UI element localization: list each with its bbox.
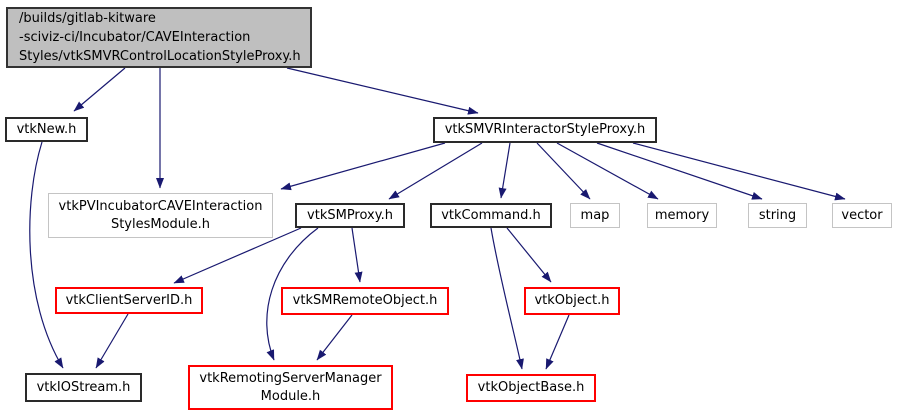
node-vtkcommand-h[interactable]: vtkCommand.h [430,203,552,228]
node-vtkobjectbase-h[interactable]: vtkObjectBase.h [466,374,596,402]
edge-isp-to-command [498,142,511,199]
edge-isp-to-memory [556,142,659,200]
edge-smremoteobject-to-remoting-module [316,314,353,361]
node-vtkpvincubatorcaveinteractionstylesmodule-h: vtkPVIncubatorCAVEInteraction StylesModu… [48,193,273,238]
edge-isp-to-smproxy [388,142,483,200]
edge-object-to-objectbase [545,314,570,370]
edge-main-to-interactorstyleproxy [286,67,479,115]
node-vtkobject-h[interactable]: vtkObject.h [524,287,620,315]
node-vtkremotingservermanagermodule-h[interactable]: vtkRemotingServerManager Module.h [188,365,393,410]
node-vector: vector [832,203,892,228]
edge-command-to-objectbase [490,227,524,370]
edge-isp-to-vector [632,142,846,201]
node-vtkclientserverid-h[interactable]: vtkClientServerID.h [55,287,203,314]
edge-smproxy-to-remoting-module [266,227,319,361]
node-main-header: /builds/gitlab-kitware -sciviz-ci/Incuba… [6,7,312,68]
edge-vtknew-to-iostream [29,141,64,369]
node-string: string [748,203,807,228]
node-memory: memory [647,203,717,228]
node-vtksmvrinteractorstyleproxy-h[interactable]: vtkSMVRInteractorStyleProxy.h [433,117,657,143]
edge-main-to-vtknew [73,67,126,112]
edge-smproxy-to-clientserverid [173,227,302,284]
edge-command-to-object [506,227,552,283]
edge-smproxy-to-smremoteobject [351,227,363,283]
node-vtkiostream-h[interactable]: vtkIOStream.h [25,373,142,402]
node-map: map [570,203,620,228]
edge-isp-to-string [596,142,763,200]
node-vtknew-h[interactable]: vtkNew.h [5,117,88,142]
edge-isp-to-map [536,142,591,200]
node-vtksmproxy-h[interactable]: vtkSMProxy.h [295,203,405,228]
node-vtksmremoteobject-h[interactable]: vtkSMRemoteObject.h [281,287,449,315]
edge-clientserverid-to-iostream [95,313,129,369]
edge-isp-to-incubator-module [280,142,446,191]
